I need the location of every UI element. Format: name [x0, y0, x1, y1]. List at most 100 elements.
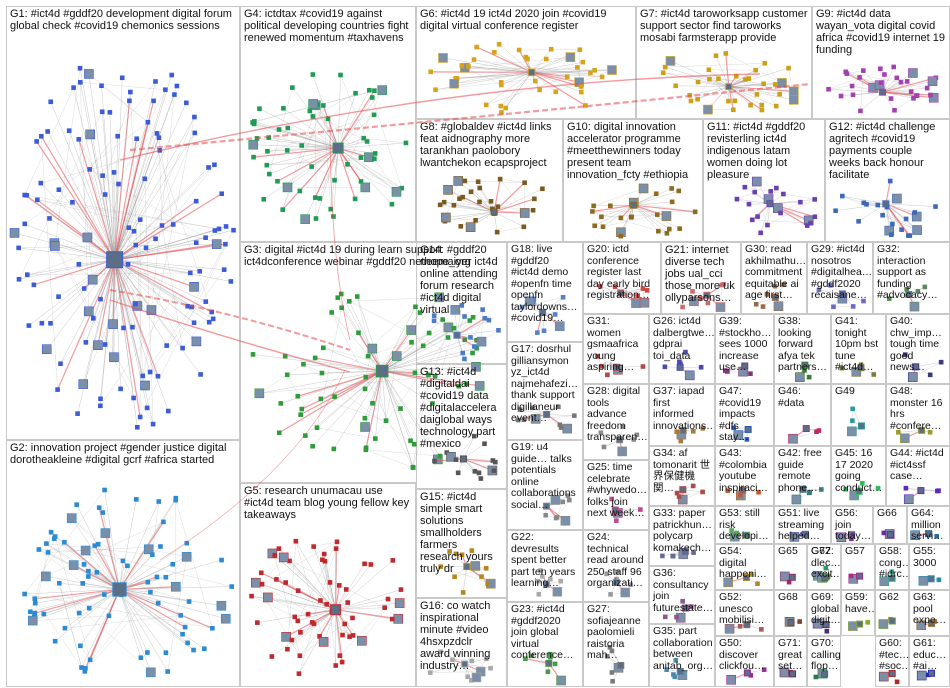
- edge: [85, 576, 158, 669]
- node: [360, 422, 370, 432]
- node: [530, 207, 536, 213]
- hub-node: [332, 142, 344, 154]
- node: [261, 196, 267, 202]
- hub-node: [821, 574, 829, 582]
- group-g14: G14: #gddf20 neemaiyer ict4d online atte…: [416, 242, 507, 364]
- node: [773, 301, 784, 312]
- group-label: G9: #ict4d data wayan_vota digital covid…: [816, 8, 946, 56]
- edge: [456, 319, 490, 336]
- edge: [54, 245, 134, 399]
- node: [850, 406, 855, 412]
- edge: [38, 549, 86, 551]
- node: [166, 408, 171, 414]
- group-network: [843, 480, 881, 501]
- node: [318, 396, 324, 402]
- node: [99, 83, 104, 89]
- edge: [862, 483, 879, 489]
- node: [724, 624, 735, 634]
- edge: [84, 556, 187, 672]
- node: [282, 353, 288, 359]
- node: [604, 571, 609, 577]
- edge: [381, 327, 449, 372]
- edge: [113, 172, 115, 260]
- group-label: G57: [845, 545, 865, 557]
- edge: [119, 589, 152, 673]
- node: [680, 598, 685, 604]
- edge: [882, 215, 918, 231]
- node: [377, 85, 388, 95]
- node: [918, 576, 929, 586]
- edge: [54, 245, 93, 280]
- edge: [18, 247, 115, 260]
- group-network: [609, 496, 643, 523]
- hub-node: [703, 291, 711, 299]
- edge: [382, 339, 465, 372]
- node: [358, 155, 364, 160]
- edge: [294, 609, 336, 618]
- edge: [119, 589, 168, 672]
- node: [83, 665, 88, 671]
- node: [878, 671, 889, 682]
- node: [516, 47, 522, 53]
- group-network: [789, 530, 809, 542]
- group-network: [881, 529, 895, 539]
- edge: [59, 582, 120, 590]
- group-label: G35: part collaboration between anitab_o…: [653, 625, 714, 672]
- node: [57, 580, 62, 586]
- node: [680, 304, 685, 310]
- node: [283, 580, 288, 585]
- edge: [531, 69, 612, 73]
- node: [186, 599, 192, 604]
- edge: [476, 46, 532, 73]
- edge: [26, 195, 220, 230]
- node: [773, 203, 783, 213]
- node: [353, 90, 358, 96]
- node: [577, 47, 583, 52]
- node: [333, 546, 339, 551]
- group-label: G27: sofiajeanne paolomieli raistoria ma…: [587, 603, 641, 661]
- node: [296, 671, 302, 676]
- node: [26, 323, 32, 328]
- hub-node: [543, 410, 551, 418]
- group-label: G72: dlec… excit…: [811, 545, 841, 580]
- node: [156, 499, 162, 504]
- node: [850, 92, 856, 98]
- edge: [863, 198, 897, 204]
- node: [329, 310, 334, 315]
- node: [275, 178, 280, 184]
- node: [146, 305, 157, 315]
- edge: [54, 589, 120, 642]
- node: [148, 589, 153, 595]
- edge: [882, 87, 928, 93]
- edge: [27, 272, 191, 275]
- group-network: [910, 530, 940, 541]
- node: [599, 214, 604, 220]
- edge: [412, 328, 455, 468]
- node: [562, 423, 573, 434]
- node: [607, 65, 617, 75]
- node: [473, 218, 478, 223]
- edge: [866, 204, 915, 213]
- node: [158, 544, 163, 549]
- node: [656, 228, 661, 234]
- edge: [297, 609, 336, 622]
- node: [491, 468, 497, 473]
- group-label: G44: #ict4d #ict4ssf case…: [890, 447, 944, 482]
- node: [716, 76, 721, 82]
- node: [432, 458, 437, 464]
- node: [197, 268, 203, 274]
- edge: [382, 327, 455, 372]
- node: [464, 381, 469, 387]
- node: [331, 214, 336, 219]
- node: [495, 204, 501, 209]
- group-label: G50: discover clickfou…: [719, 637, 765, 672]
- group-label: G30: read akhilmathu… commitment equitab…: [745, 243, 807, 301]
- edge: [58, 259, 115, 297]
- node: [191, 320, 197, 326]
- edge: [445, 211, 495, 218]
- node: [455, 470, 461, 476]
- edge: [73, 564, 213, 629]
- group-label: G71: great set…: [778, 637, 803, 672]
- group-g39: G39: #stockho… sees 1000 increase use…: [715, 314, 774, 384]
- node: [875, 485, 881, 491]
